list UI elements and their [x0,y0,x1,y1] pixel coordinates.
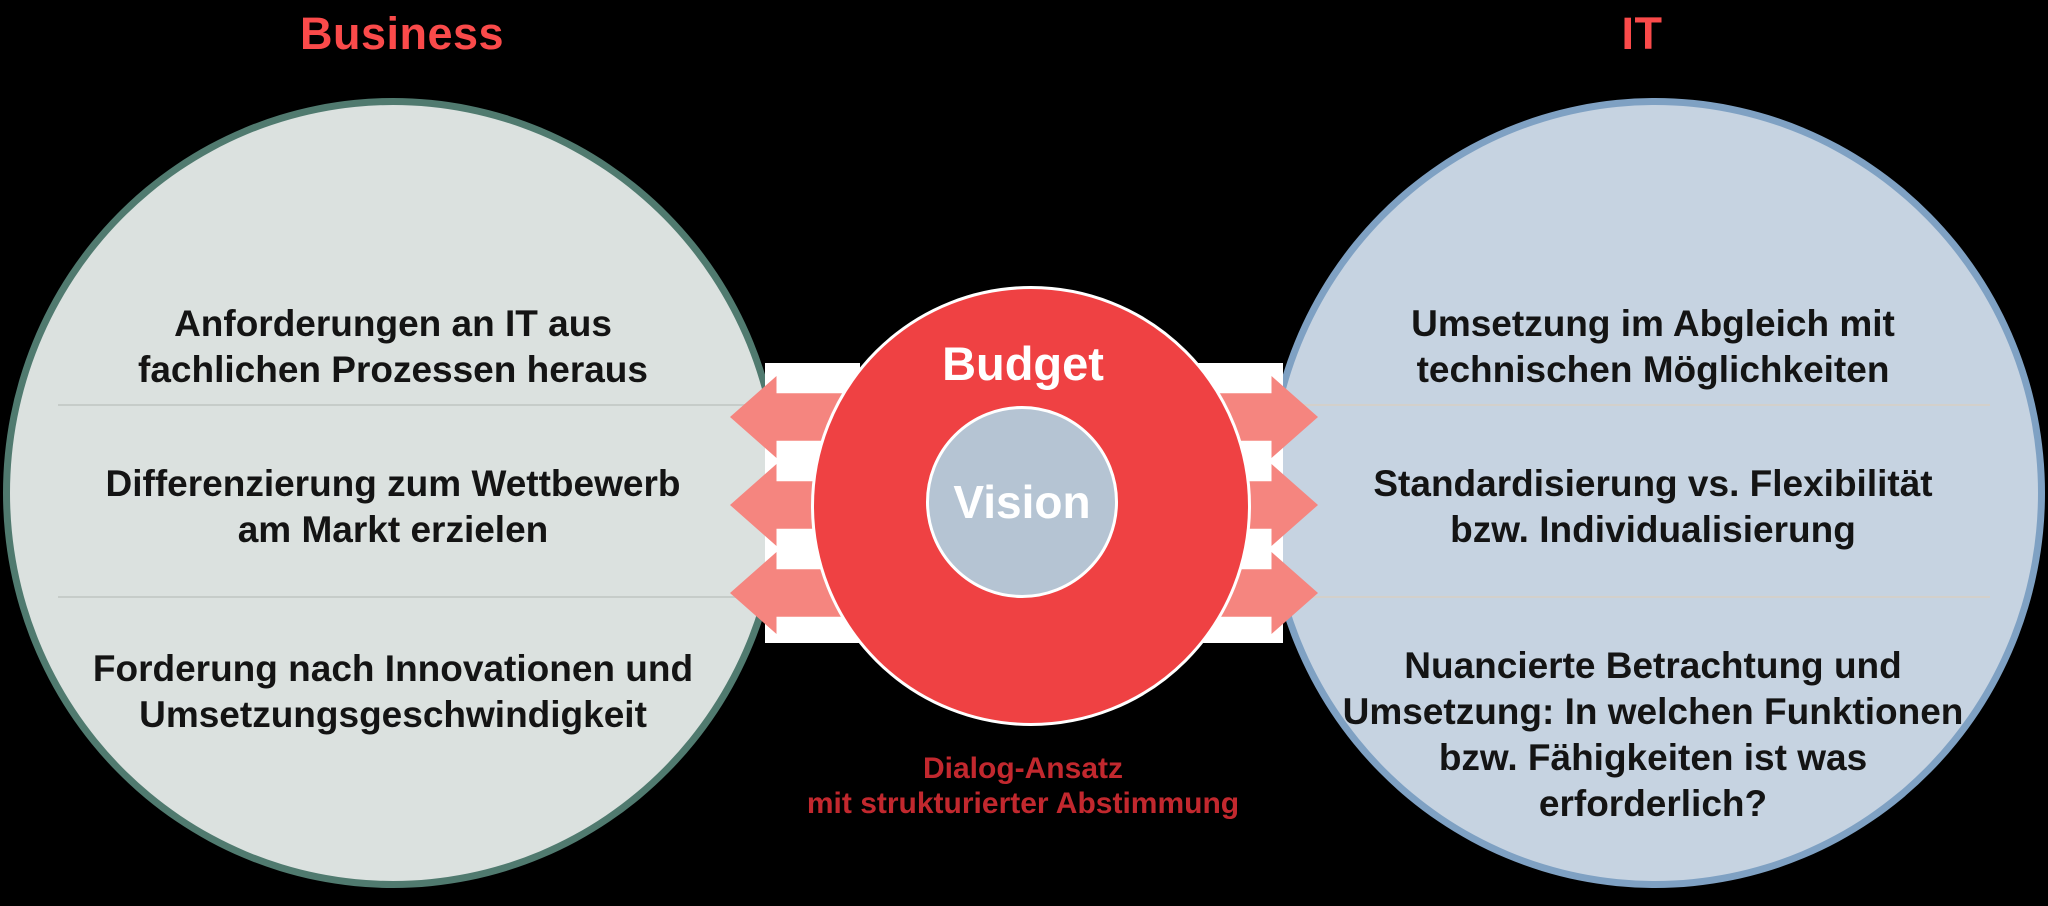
it-section-divider-1 [1302,404,1990,406]
business-item-3: Forderung nach Innovationen und Umsetzun… [92,648,694,735]
budget-circle [811,286,1251,726]
vision-label: Vision [953,476,1091,528]
vision-circle: Vision [926,406,1118,598]
it-item-3: Nuancierte Betrachtung und Umsetzung: In… [1342,645,1964,824]
it-circle [1265,98,2045,888]
business-item-2: Differenzierung zum Wettbewerb am Markt … [105,463,681,550]
it-title: IT [1621,8,1663,59]
it-section-divider-2 [1302,596,1990,598]
it-item-1: Umsetzung im Abgleich mit technischen Mö… [1411,303,1895,390]
business-title: Business [299,8,505,59]
dialog-caption: Dialog-Ansatz mit strukturierter Abstimm… [806,752,1240,820]
business-circle [3,98,783,888]
budget-label: Budget [942,337,1104,390]
business-section-divider-1 [58,404,746,406]
business-section-divider-2 [58,596,746,598]
it-item-2: Standardisierung vs. Flexibilität bzw. I… [1373,463,1933,550]
business-item-1: Anforderungen an IT aus fachlichen Proze… [138,303,648,390]
